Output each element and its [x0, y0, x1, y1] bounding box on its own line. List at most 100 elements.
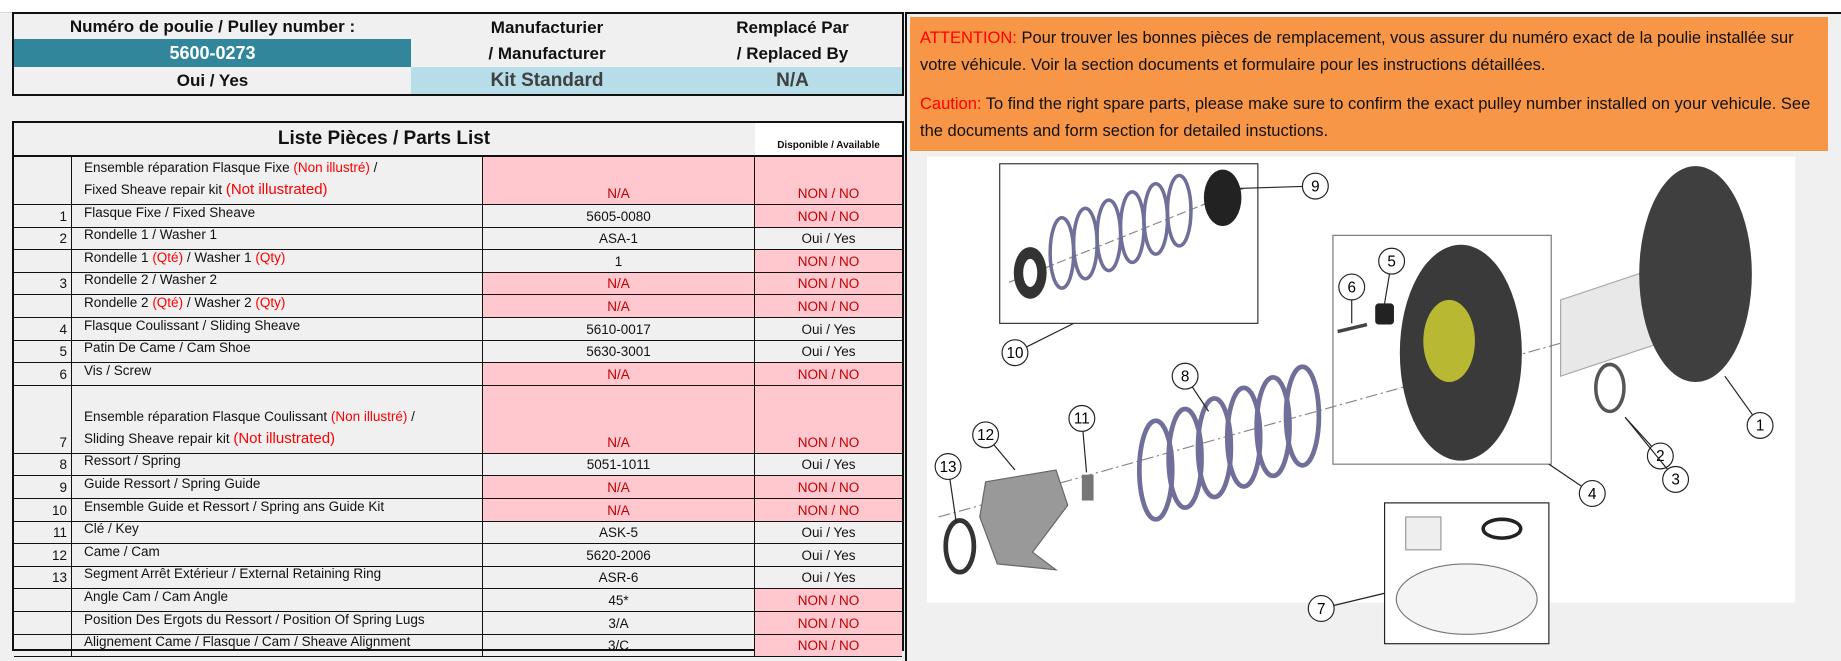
description-line: Vis / Screw — [84, 360, 151, 382]
washer-hole — [1023, 258, 1038, 287]
part-number: 5620-2006 — [483, 544, 755, 566]
callout-circle — [1171, 362, 1199, 390]
part-number: 5630-3001 — [483, 340, 755, 363]
description-line: Flasque Coulissant / Sliding Sheave — [84, 315, 300, 337]
description-text: Rondelle 1 — [84, 249, 153, 265]
part-number: ASR-6 — [483, 566, 755, 589]
availability-status: NON / NO — [755, 272, 902, 295]
description-line: Angle Cam / Cam Angle — [84, 586, 228, 608]
description-text: Ensemble Guide et Ressort / Spring ans G… — [84, 498, 385, 514]
availability-status: NON / NO — [755, 611, 902, 634]
inset-spring — [1048, 173, 1193, 290]
callout-number: 3 — [1671, 472, 1679, 489]
axis-line — [938, 293, 1737, 518]
item-number — [14, 157, 72, 204]
callout-number: 4 — [1588, 486, 1597, 503]
item-description: Position Des Ergots du Ressort / Positio… — [72, 612, 483, 634]
info-panel: ATTENTION: Pour trouver les bonnes pièce… — [905, 12, 1841, 661]
availability-status: Oui / Yes — [801, 321, 856, 337]
part-number: N/A — [483, 363, 755, 385]
description-line: Ensemble réparation Flasque Coulissant (… — [84, 406, 415, 428]
description-text: / Washer 2 — [183, 294, 256, 310]
callout-6: 6 — [1338, 273, 1366, 324]
item-number: 10 — [14, 498, 72, 521]
description-text: Clé / Key — [84, 521, 139, 537]
callout-circle — [1378, 247, 1406, 275]
fixed-sheave — [1639, 166, 1752, 383]
description-line: Came / Cam — [84, 541, 160, 563]
item-description: Came / Cam — [72, 544, 483, 566]
item-number: 6 — [14, 363, 72, 385]
description-text: Flasque Coulissant / Sliding Sheave — [84, 317, 301, 333]
availability-status: NON / NO — [755, 205, 902, 227]
item-number: 4 — [14, 317, 72, 340]
description-text: Ressort / Spring — [84, 453, 181, 469]
item-number: 12 — [14, 544, 72, 566]
item-description: Clé / Key — [72, 521, 483, 544]
item-description: Ensemble réparation Flasque Fixe (Non il… — [72, 157, 483, 204]
description-line: Segment Arrêt Extérieur / External Retai… — [84, 563, 381, 585]
not-illustrated-note: (Qté) — [152, 294, 184, 310]
availability-status: NON / NO — [755, 476, 902, 498]
spring-guide-inset — [999, 163, 1259, 324]
callout-number: 6 — [1347, 279, 1355, 296]
item-number: 7 — [14, 385, 72, 453]
repair-kit-sheave — [1395, 563, 1538, 635]
item-number — [14, 589, 72, 611]
table-row: Ensemble réparation Flasque Fixe (Non il… — [14, 157, 902, 205]
description-text: Position Des Ergots du Ressort / Positio… — [84, 611, 425, 627]
callout-8: 8 — [1171, 362, 1210, 412]
description-line: Clé / Key — [84, 518, 139, 540]
callout-number: 12 — [977, 427, 994, 444]
item-description: Rondelle 1 (Qté) / Washer 1 (Qty) — [72, 250, 483, 272]
callout-3: 3 — [1624, 416, 1690, 493]
callout-circle — [1307, 595, 1335, 622]
repair-kit-seal — [1481, 517, 1523, 540]
callout-circle — [1578, 480, 1606, 508]
description-line: Patin De Came / Cam Shoe — [84, 337, 251, 359]
part-number: N/A — [483, 476, 755, 498]
item-number: 5 — [14, 340, 72, 363]
callout-circle — [1068, 404, 1096, 432]
availability-status: NON / NO — [755, 363, 902, 385]
description-text: / — [407, 408, 415, 424]
callout-13: 13 — [934, 453, 962, 523]
description-line: Rondelle 2 / Washer 2 — [84, 269, 217, 291]
not-illustrated-note: (Qty) — [255, 294, 286, 310]
availability-status: NON / NO — [755, 295, 902, 317]
description-line: Flasque Fixe / Fixed Sheave — [84, 202, 255, 224]
cam-shoe — [1375, 303, 1394, 325]
cam — [979, 469, 1069, 571]
description-line: Guide Ressort / Spring Guide — [84, 473, 260, 495]
item-description: Segment Arrêt Extérieur / External Retai… — [72, 566, 483, 589]
parts-list-title: Liste Pièces / Parts List — [277, 128, 491, 149]
key — [1081, 474, 1094, 501]
callout-circle — [1746, 411, 1774, 439]
pulley-number-value[interactable]: 5600-0273 — [14, 39, 411, 67]
description-text: Came / Cam — [84, 543, 160, 559]
description-line: Rondelle 2 (Qté) / Washer 2 (Qty) — [84, 292, 285, 314]
callout-number: 10 — [1006, 345, 1023, 362]
caution-label: Caution: — [920, 95, 982, 113]
item-description: Ensemble réparation Flasque Coulissant (… — [72, 385, 483, 453]
description-text: Vis / Screw — [84, 362, 152, 378]
parts-list-table: Liste Pièces / Parts List Disponible / A… — [12, 121, 904, 658]
callout-circle — [934, 453, 962, 481]
table-row: 7 Ensemble réparation Flasque Coulissant … — [14, 385, 902, 454]
callout-circle — [972, 421, 1000, 449]
description-line: Ensemble Guide et Ressort / Spring ans G… — [84, 496, 384, 518]
main-spring — [1136, 364, 1322, 522]
item-description: Ensemble Guide et Ressort / Spring ans G… — [72, 499, 483, 521]
item-number — [14, 250, 72, 272]
part-number: N/A — [483, 295, 755, 317]
description-text: Rondelle 1 / Washer 1 — [84, 227, 218, 243]
description-line: Ressort / Spring — [84, 450, 181, 472]
parts-rows: Ensemble réparation Flasque Fixe (Non il… — [14, 157, 902, 658]
availability-status: NON / NO — [755, 250, 902, 272]
replaced-by-value: N/A — [683, 67, 902, 94]
